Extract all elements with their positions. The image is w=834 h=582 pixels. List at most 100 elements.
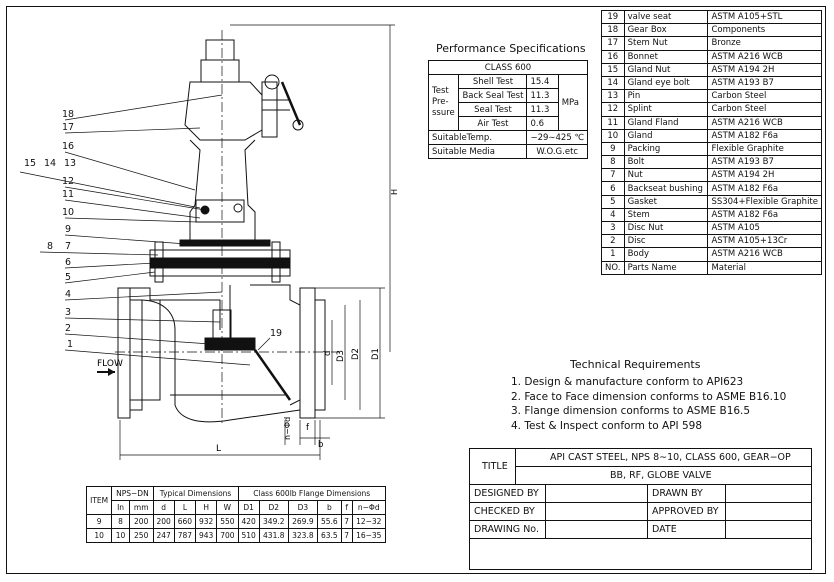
dims-cell: 550: [216, 514, 239, 529]
requirements-title: Technical Requirements: [570, 358, 701, 371]
callout-2: 2: [65, 323, 72, 334]
dims-typical-header: Typical Dimensions: [152, 486, 239, 501]
part-material: ASTM A216 WCB: [707, 115, 822, 130]
dims-cell: 7: [340, 514, 353, 529]
callout-9: 9: [65, 224, 72, 235]
perf-temp-value: −29∼425 ℃: [526, 130, 588, 145]
part-no: 17: [601, 36, 625, 51]
title-label: TITLE: [482, 461, 508, 472]
dims-cell: 349.2: [258, 514, 289, 529]
callout-6: 6: [65, 257, 72, 268]
perf-media-label: Suitable Media: [427, 144, 528, 159]
part-material: Carbon Steel: [707, 102, 822, 117]
part-material: ASTM A182 F6a: [707, 207, 822, 223]
perf-shell-value: 15.4: [526, 74, 559, 89]
part-material: ASTM A194 2H: [707, 168, 822, 183]
callout-10: 10: [62, 207, 75, 218]
valve-cross-section-drawing: FLOW H D1 D2 D3 d L b f n−Φd W: [19, 24, 399, 460]
dims-subheader: H: [195, 500, 218, 515]
part-no: 12: [601, 102, 625, 117]
date-label: DATE: [652, 524, 677, 535]
dims-subheader: D1: [237, 500, 260, 515]
part-no: 15: [601, 62, 625, 77]
dims-subheader: D2: [258, 500, 289, 515]
dim-nphi-label: n−Φd: [283, 417, 292, 440]
dims-cell: 510: [237, 528, 260, 543]
perf-media-value: W.O.G.etc: [526, 144, 588, 159]
dims-subheader: n−Φd: [351, 500, 386, 515]
dim-D2-label: D2: [351, 348, 361, 360]
dims-flange-header: Class 600lb Flange Dimensions: [237, 486, 386, 501]
part-material: ASTM A105+13Cr: [707, 234, 822, 249]
dims-cell: 943: [195, 528, 218, 543]
part-no: 10: [601, 128, 625, 143]
dimensions-table: ITEM NPS−DN Typical Dimensions Class 600…: [85, 486, 386, 543]
part-no: 1: [601, 247, 625, 262]
part-name: Gland Nut: [623, 62, 709, 77]
dims-cell: 10: [111, 528, 130, 543]
dim-f-label: f: [306, 423, 310, 433]
part-name: Gasket: [623, 194, 709, 209]
callout-7: 7: [65, 241, 72, 252]
flow-label: FLOW: [97, 359, 123, 369]
dim-D3-label: D3: [336, 350, 346, 362]
part-no: 9: [601, 141, 625, 157]
dims-cell: 431.8: [258, 528, 289, 543]
parts-header-material: Material: [707, 260, 822, 275]
callout-17: 17: [62, 122, 75, 133]
callout-13: 13: [64, 158, 77, 169]
part-no: 3: [601, 220, 625, 236]
perf-seal-label: Seal Test: [458, 102, 528, 117]
dims-cell: 8: [111, 514, 130, 529]
perf-test-label: Test Pre- ssure: [427, 74, 460, 131]
part-material: ASTM A105+STL: [707, 9, 822, 25]
dim-D1-label: D1: [371, 348, 381, 360]
perf-class: CLASS 600: [428, 60, 588, 75]
dims-subheader: In: [111, 500, 130, 515]
callout-8: 8: [47, 241, 54, 252]
perf-shell-label: Shell Test: [458, 74, 528, 89]
part-material: Bronze: [707, 36, 822, 51]
part-no: 5: [601, 194, 625, 209]
dims-cell: 269.9: [287, 514, 318, 529]
title-block: TITLE API CAST STEEL, NPS 8∼10, CLASS 60…: [469, 448, 812, 570]
perf-seal-value: 11.3: [526, 102, 559, 117]
part-name: Backseat bushing: [623, 181, 709, 196]
dims-cell: 700: [216, 528, 239, 543]
perf-backseal-value: 11.3: [526, 88, 559, 103]
dims-subheader: f: [340, 500, 353, 515]
part-material: ASTM A216 WCB: [707, 247, 822, 262]
part-name: Gland eye bolt: [623, 75, 709, 91]
designed-by-label: DESIGNED BY: [474, 488, 539, 499]
perf-backseal-label: Back Seal Test: [458, 88, 528, 103]
parts-header-name: Parts Name: [623, 260, 709, 275]
requirement-item: 3. Flange dimension conforms to ASME B16…: [511, 405, 751, 417]
part-no: 4: [601, 207, 625, 223]
callout-11: 11: [62, 189, 75, 200]
part-name: Gland: [623, 128, 709, 143]
dims-cell: 7: [340, 528, 353, 543]
callout-12: 12: [62, 176, 75, 187]
part-material: ASTM A194 2H: [707, 62, 822, 77]
callout-5: 5: [65, 272, 72, 283]
part-name: Disc: [623, 234, 709, 249]
checked-by-label: CHECKED BY: [474, 506, 535, 517]
part-material: Flexible Graphite: [707, 141, 822, 157]
title-line-2: BB, RF, GLOBE VALVE: [610, 470, 712, 481]
dims-cell: 55.6: [316, 514, 342, 529]
requirements-list: 1. Design & manufacture conform to API62…: [511, 375, 786, 433]
part-material: Carbon Steel: [707, 89, 822, 104]
callout-19: 19: [270, 328, 283, 339]
part-name: Gear Box: [623, 23, 709, 38]
dims-cell: 247: [152, 528, 175, 543]
